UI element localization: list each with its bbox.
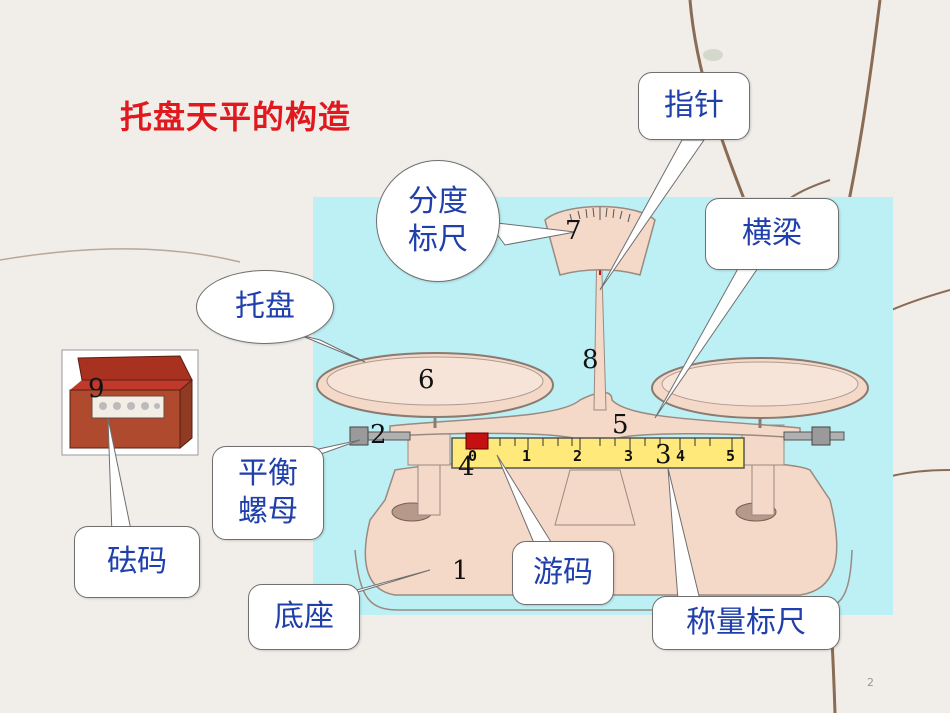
page-number: 2 — [867, 676, 874, 689]
weights-label-text: 砝码 — [107, 544, 167, 579]
ruler-tick-4: 4 — [676, 447, 686, 465]
part-number-4: 4 — [458, 452, 475, 482]
rider-label: 游码 — [512, 541, 614, 605]
base-label-text: 底座 — [274, 599, 334, 634]
rider-shape — [465, 432, 489, 450]
weights-box — [61, 349, 199, 456]
base-label: 底座 — [248, 584, 360, 650]
ruler-tick-0: 0 — [468, 447, 478, 465]
weighing-ruler — [451, 437, 745, 469]
weights-label: 砝码 — [74, 526, 200, 598]
weighing-scale-label: 称量标尺 — [652, 596, 840, 650]
pan-label: 托盘 — [196, 270, 334, 344]
ruler-tick-3: 3 — [624, 447, 634, 465]
part-number-7: 7 — [565, 216, 582, 246]
part-number-6: 6 — [418, 365, 435, 395]
part-number-5: 5 — [612, 410, 629, 440]
part-number-3: 3 — [655, 440, 672, 470]
beam-label-text: 横梁 — [742, 216, 802, 251]
ruler-tick-5: 5 — [726, 447, 736, 465]
page-title: 托盘天平的构造 — [120, 98, 352, 136]
graduated-scale-label-line2: 标尺 — [408, 222, 468, 257]
rider-label-text: 游码 — [533, 555, 593, 590]
part-number-2: 2 — [370, 420, 387, 450]
part-number-1: 1 — [452, 556, 469, 586]
balance-nut-label: 平衡 螺母 — [212, 446, 324, 540]
balance-nut-label-line2: 螺母 — [238, 494, 298, 529]
ruler-tick-1: 1 — [522, 447, 532, 465]
weighing-scale-label-text: 称量标尺 — [686, 605, 806, 640]
graduated-scale-label-line1: 分度 — [408, 184, 468, 219]
part-number-9: 9 — [88, 374, 105, 404]
pointer-label-text: 指针 — [664, 88, 724, 123]
pointer-label: 指针 — [638, 72, 750, 140]
graduated-scale-label: 分度 标尺 — [376, 160, 500, 282]
pan-label-text: 托盘 — [235, 289, 295, 324]
part-number-8: 8 — [582, 345, 599, 375]
ruler-tick-2: 2 — [573, 447, 583, 465]
balance-nut-label-line1: 平衡 — [238, 456, 298, 491]
balance-nut-shape — [349, 426, 845, 446]
beam-label: 横梁 — [705, 198, 839, 270]
